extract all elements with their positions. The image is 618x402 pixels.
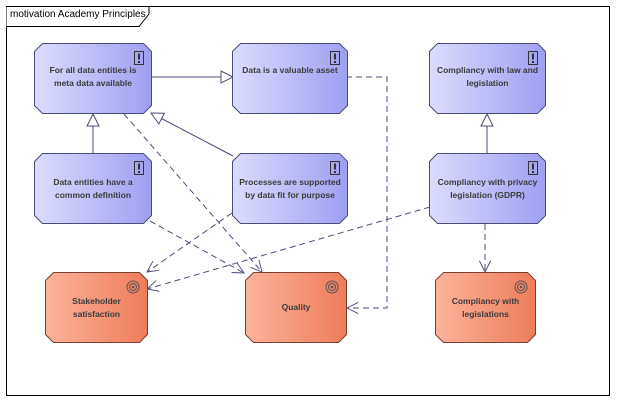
- principle-label: Data entities have a common definition: [53, 176, 133, 200]
- principle-label: For all data entities is meta data avail…: [49, 65, 137, 88]
- influence-asset-to-quality: [346, 76, 388, 308]
- goal-shape: [245, 272, 347, 343]
- principle-node-common-definition[interactable]: Data entities have a common definition: [34, 153, 152, 224]
- goal-node-legislations[interactable]: Compliancy with legislations: [435, 272, 536, 343]
- influence-processes-to-stakeholder: [147, 212, 233, 272]
- principle-node-law[interactable]: Compliancy with law and legislation: [429, 43, 546, 114]
- principle-shape: [429, 43, 546, 114]
- goal-icon: [126, 280, 140, 294]
- principle-shape: [232, 153, 348, 224]
- diagram-title: motivation Academy Principles: [10, 9, 146, 20]
- principle-icon: [528, 161, 538, 175]
- goal-icon: [325, 280, 339, 294]
- principle-label: Processes are supported by data fit for …: [239, 176, 341, 200]
- principle-node-processes[interactable]: Processes are supported by data fit for …: [232, 153, 348, 224]
- principle-node-meta-data[interactable]: For all data entities is meta data avail…: [34, 43, 152, 114]
- principle-node-valuable-asset[interactable]: Data is a valuable asset: [232, 43, 348, 114]
- principle-shape: [34, 43, 152, 114]
- principle-icon: [134, 161, 144, 175]
- principle-label: Data is a valuable asset: [242, 65, 338, 75]
- influence-gdpr-to-stakeholder: [147, 206, 431, 289]
- principle-label: Compliancy with privacy legislation (GDP…: [437, 176, 538, 200]
- principle-icon: [330, 51, 340, 65]
- principle-icon: [330, 161, 340, 175]
- diagram-title-tab: [6, 6, 150, 27]
- goal-shape: [435, 272, 536, 343]
- principle-shape: [232, 43, 348, 114]
- goal-node-stakeholder[interactable]: Stakeholder satisfaction: [45, 272, 148, 343]
- realization-processes-to-meta: [151, 113, 234, 157]
- principle-node-gdpr[interactable]: Compliancy with privacy legislation (GDP…: [429, 153, 546, 224]
- goal-node-quality[interactable]: Quality: [245, 272, 347, 343]
- principle-label: Compliancy with law and legislation: [436, 65, 539, 88]
- goal-label: Stakeholder satisfaction: [72, 295, 121, 319]
- goal-icon: [514, 280, 528, 294]
- goal-shape: [45, 272, 148, 343]
- goal-label: Quality: [281, 302, 311, 312]
- principle-icon: [528, 51, 538, 65]
- principle-icon: [134, 51, 144, 65]
- influence-common-to-quality: [149, 220, 244, 273]
- influence-meta-to-quality: [123, 113, 262, 272]
- goal-label: Compliancy with legislations: [451, 295, 520, 319]
- principle-shape: [34, 153, 152, 224]
- principle-shape: [429, 153, 546, 224]
